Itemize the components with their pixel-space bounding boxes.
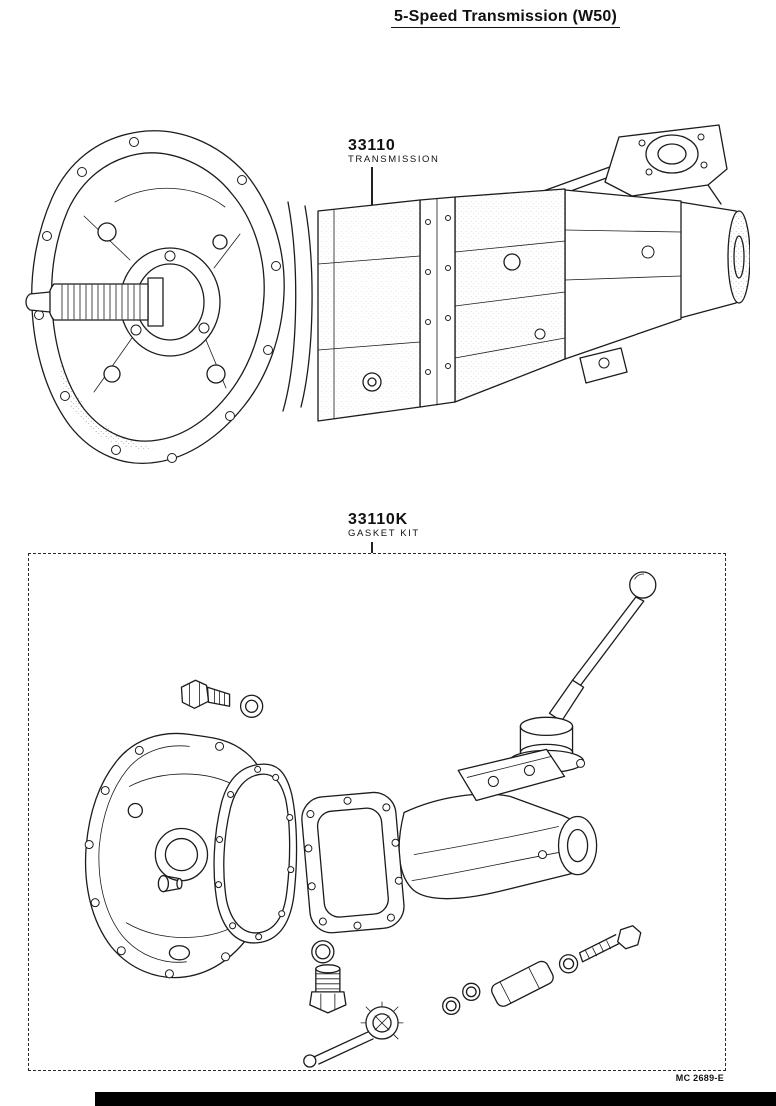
front-case-gasket xyxy=(213,763,298,944)
shift-lever-retainer xyxy=(457,748,566,802)
part-name-gasket-kit: GASKET KIT xyxy=(348,528,420,539)
intermediate-plate xyxy=(419,196,456,408)
input-shaft xyxy=(25,277,164,327)
speedometer-sleeve xyxy=(491,960,554,1007)
extension-housing xyxy=(564,189,682,384)
filler-plug xyxy=(180,679,231,709)
bottom-bar xyxy=(95,1092,776,1106)
o-ring-small xyxy=(558,954,579,974)
part-number-transmission: 33110 xyxy=(348,137,396,154)
plug-gasket-ring xyxy=(239,694,264,718)
page-title: 5-Speed Transmission (W50) xyxy=(391,8,621,28)
o-rings-pair xyxy=(442,982,481,1016)
housing-plug xyxy=(157,874,183,893)
part-number-gasket-kit: 33110K xyxy=(348,511,408,528)
front-gear-case xyxy=(317,199,421,422)
gasket-kit-box xyxy=(28,553,726,1071)
bell-housing-flange xyxy=(282,201,313,412)
drain-plug-gasket-ring xyxy=(311,940,335,964)
transmission-illustration xyxy=(25,124,750,464)
rear-output-housing xyxy=(679,201,750,319)
part-name-transmission: TRANSMISSION xyxy=(348,154,440,165)
center-gasket xyxy=(301,791,405,934)
extension-housing-outline xyxy=(398,793,598,900)
rear-gear-case xyxy=(454,188,566,403)
leader-line-transmission xyxy=(371,167,373,213)
part-label-gasket-kit: 33110K GASKET KIT xyxy=(348,511,420,540)
leader-line-gasket-kit xyxy=(371,542,373,553)
speedometer-driven-gear xyxy=(303,1001,404,1068)
drain-plug xyxy=(309,964,347,1014)
transmission-figure xyxy=(20,110,750,465)
gasket-kit-illustration xyxy=(84,571,657,1068)
bolt xyxy=(578,925,642,963)
part-label-transmission: 33110 TRANSMISSION xyxy=(348,137,440,166)
shift-lever xyxy=(507,571,657,774)
doc-code: MC 2689-E xyxy=(675,1073,724,1083)
